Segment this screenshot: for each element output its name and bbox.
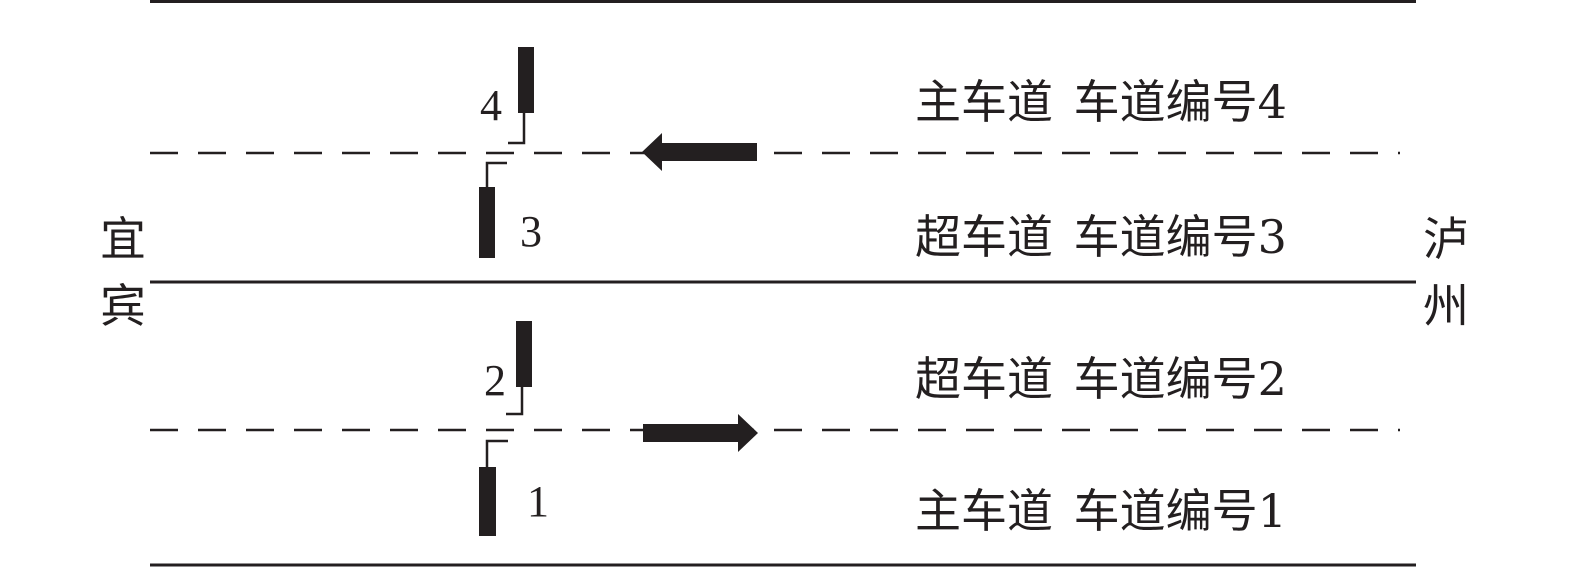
west-city-label: 宜 宾 [98,206,148,339]
east-city-char-2: 州 [1423,278,1469,333]
lane-2-type: 超车道 [915,352,1053,406]
west-city-char-2: 宾 [100,278,146,333]
sensor-1 [479,439,508,536]
lane-label-2: 超车道 车道编号2 [915,356,1287,402]
arrow-right-icon [643,414,758,452]
sensor-number-2: 2 [484,356,506,405]
lane-3-type: 超车道 [915,210,1053,264]
lane-1-number: 车道编号1 [1073,484,1287,538]
lane-1-type: 主车道 [915,484,1053,538]
lane-4-number: 车道编号4 [1073,75,1287,129]
sensor-2 [506,321,532,416]
west-city-char-1: 宜 [100,212,146,266]
sensor-number-4: 4 [480,81,502,130]
sensor-number-1: 1 [527,477,549,526]
lane-4-type: 主车道 [915,75,1053,129]
lane-label-3: 超车道 车道编号3 [915,214,1287,260]
lane-2-number: 车道编号2 [1073,352,1287,406]
sensor-number-3: 3 [520,207,542,256]
sensor-3 [479,161,507,258]
sensor-4 [508,47,534,145]
east-city-char-1: 泸 [1423,212,1469,266]
lane-label-4: 主车道 车道编号4 [915,79,1287,125]
lane-3-number: 车道编号3 [1073,210,1287,264]
lane-label-1: 主车道 车道编号1 [915,488,1287,534]
arrow-left-icon [642,133,757,171]
east-city-label: 泸 州 [1421,206,1471,339]
